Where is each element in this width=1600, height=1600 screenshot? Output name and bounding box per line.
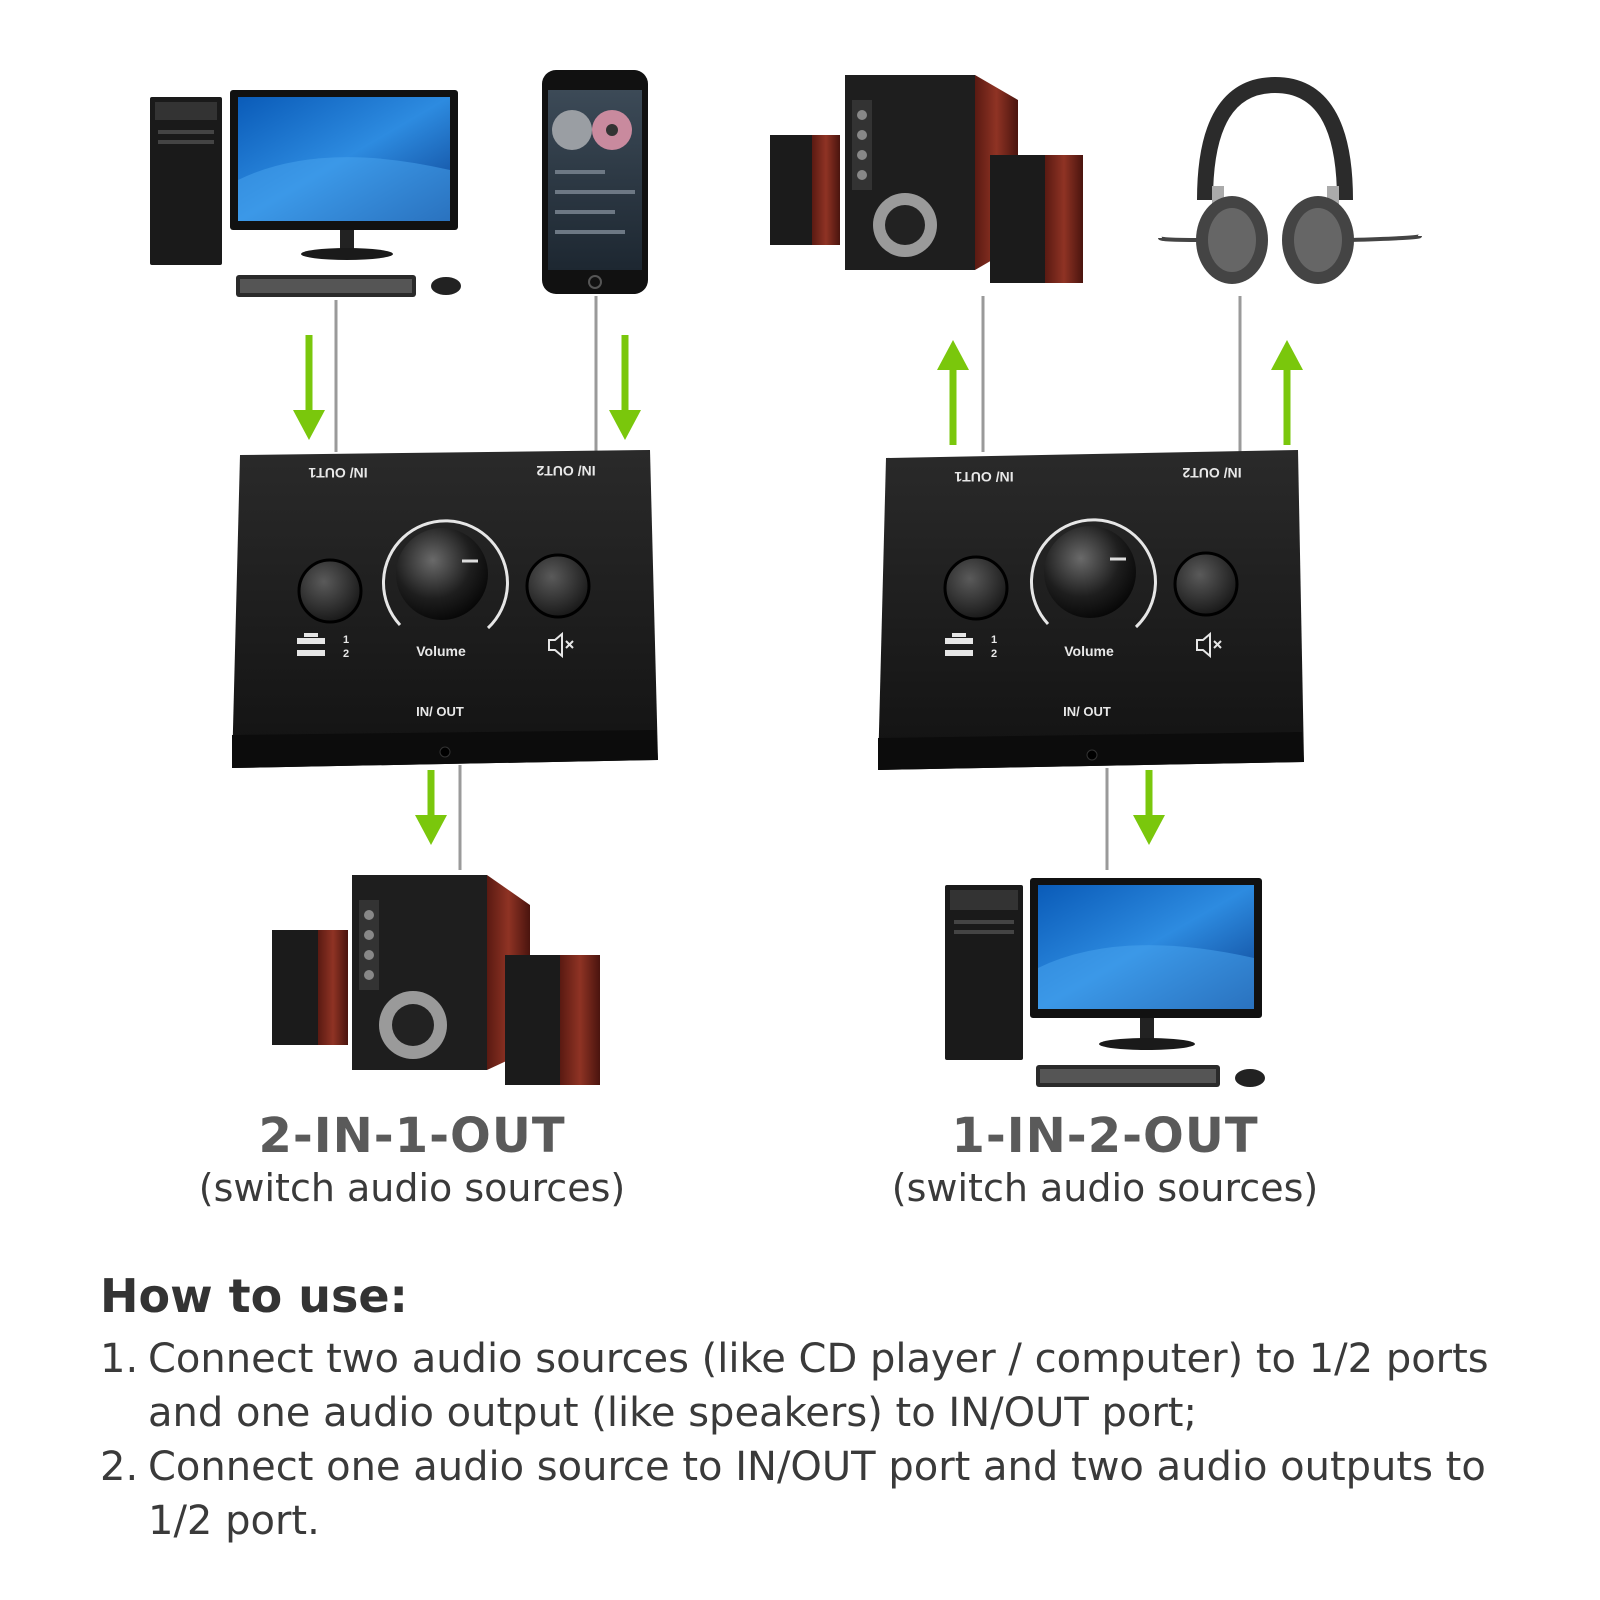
volume-knob[interactable]: [396, 528, 488, 620]
switch-label-1: 1: [991, 634, 997, 646]
arrow-down-icon: [415, 770, 447, 845]
right-scene-subtitle: (switch audio sources): [891, 1166, 1319, 1210]
switch-label-2: 2: [343, 648, 349, 660]
source-select-button[interactable]: [297, 558, 363, 624]
list-item: 2. Connect one audio source to IN/OUT po…: [100, 1440, 1520, 1548]
how-to-use-section: How to use: 1. Connect two audio sources…: [100, 1268, 1520, 1548]
inout-port-label: IN/ OUT: [1063, 704, 1111, 719]
step-text: Connect one audio source to IN/OUT port …: [148, 1444, 1486, 1544]
left-scene-subtitle: (switch audio sources): [198, 1166, 626, 1210]
volume-label: Volume: [1064, 643, 1114, 659]
left-scene-title-block: 2-IN-1-OUT (switch audio sources): [152, 1108, 672, 1212]
headphones-icon: [1158, 76, 1422, 284]
right-scene-title-block: 1-IN-2-OUT (switch audio sources): [845, 1108, 1365, 1212]
mute-button[interactable]: [1173, 551, 1239, 617]
switch-label-2: 2: [991, 648, 997, 660]
left-scene-title: 2-IN-1-OUT: [258, 1108, 566, 1164]
port2-label: IN/ OUT2: [1182, 465, 1241, 481]
source-switch-icon: [945, 633, 973, 656]
how-to-use-steps: 1. Connect two audio sources (like CD pl…: [100, 1332, 1520, 1548]
smartphone-icon: [542, 70, 648, 294]
port1-label: IN/ OUT1: [308, 465, 367, 481]
switch-label-1: 1: [343, 634, 349, 646]
right-scene-title: 1-IN-2-OUT: [951, 1108, 1259, 1164]
arrow-up-icon: [1271, 340, 1303, 445]
step-text: Connect two audio sources (like CD playe…: [148, 1336, 1489, 1436]
audio-switch-device: [232, 450, 658, 768]
audio-switch-device: [878, 450, 1304, 770]
port1-label: IN/ OUT1: [954, 469, 1013, 485]
arrow-down-icon: [293, 335, 325, 440]
list-item: 1. Connect two audio sources (like CD pl…: [100, 1332, 1520, 1440]
how-to-use-heading: How to use:: [100, 1269, 408, 1323]
source-select-button[interactable]: [943, 555, 1009, 621]
mute-icon: [548, 631, 574, 659]
port2-label: IN/ OUT2: [536, 463, 595, 479]
volume-label: Volume: [416, 643, 466, 659]
step-number: 2.: [100, 1444, 139, 1490]
source-switch-icon: [297, 633, 325, 656]
computer-icon: [150, 90, 461, 297]
speaker-set-icon: [272, 875, 600, 1085]
mute-icon: [1196, 631, 1222, 659]
arrow-up-icon: [937, 340, 969, 445]
computer-icon: [945, 878, 1265, 1087]
arrow-down-icon: [609, 335, 641, 440]
speaker-set-icon: [770, 75, 1083, 283]
arrow-down-icon: [1133, 770, 1165, 845]
inout-port-label: IN/ OUT: [416, 704, 464, 719]
volume-knob[interactable]: [1044, 526, 1136, 618]
mute-button[interactable]: [525, 553, 591, 619]
step-number: 1.: [100, 1336, 139, 1382]
